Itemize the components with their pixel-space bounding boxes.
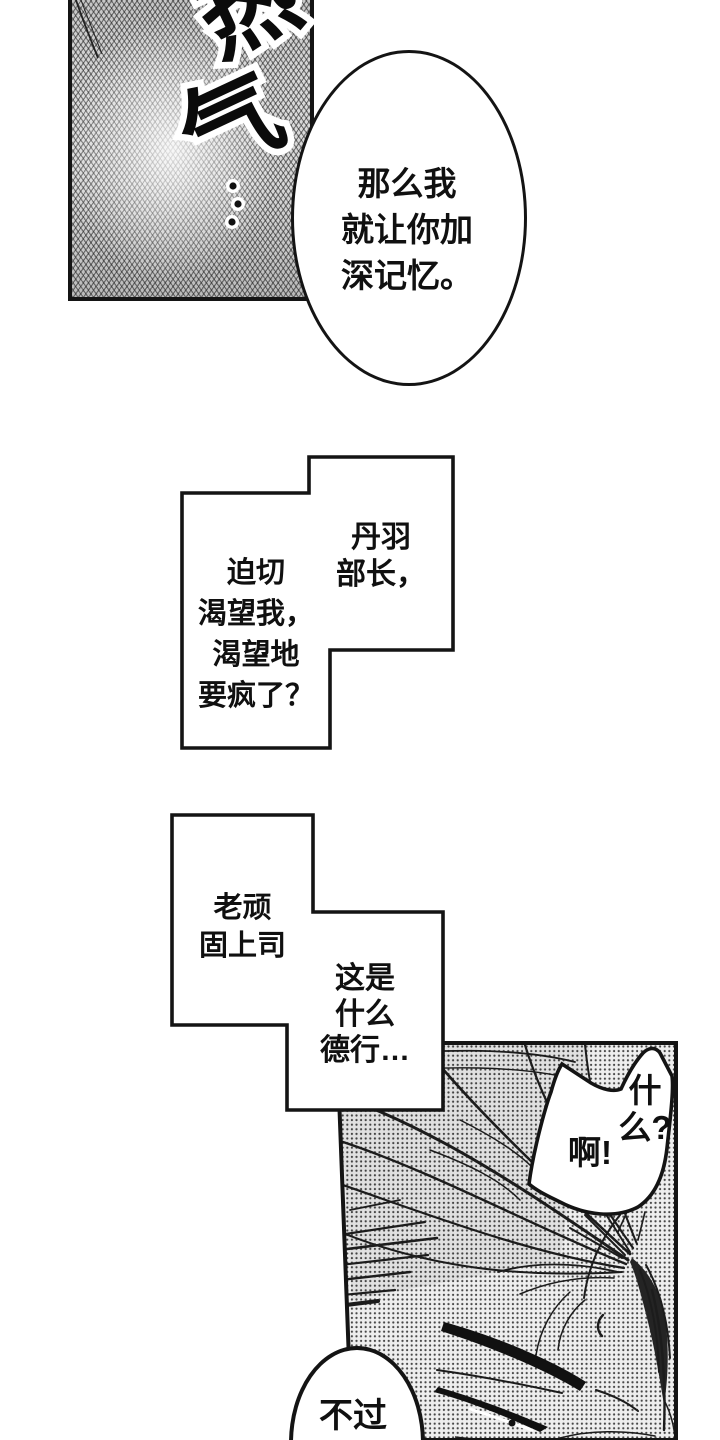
panel-steam: [68, 0, 314, 301]
steam-line-decoration: [75, 0, 103, 59]
text-line: 什么: [335, 998, 395, 1031]
text-line: 丹羽: [351, 521, 411, 554]
thought-bubble-boss-left-text: 老顽 固上司: [172, 889, 313, 965]
text-line: 啊!: [568, 1134, 612, 1171]
text-line: 要疯了？: [197, 680, 314, 712]
text-line: 么?: [618, 1109, 672, 1146]
speech-bubble-however-text: 不过: [289, 1397, 417, 1435]
text-line: 深记忆。: [341, 257, 473, 294]
flash-bubble: [527, 1046, 675, 1216]
trail-dots: [225, 179, 245, 229]
eyebrow: [441, 1322, 586, 1391]
text-line: 迫切: [226, 557, 285, 589]
sweat-drop: [596, 1313, 605, 1338]
eye: [434, 1387, 548, 1432]
text-line: 德行…: [320, 1034, 410, 1067]
text-line: 这是: [335, 962, 395, 995]
flash-bubble-text: 什 么?: [616, 1072, 674, 1146]
thought-bubble-urgent-left-text: 迫切 渴望我， 渴望地 要疯了？: [180, 553, 332, 717]
flash-bubble-exclaim: 啊!: [552, 1135, 628, 1171]
text-line: 渴望地: [212, 639, 300, 671]
text-line: 就让你加: [341, 211, 473, 248]
panel-face-border: [334, 1041, 678, 1440]
text-line: 那么我: [357, 165, 457, 202]
speech-bubble-main-text: 那么我 就让你加 深记忆。: [292, 161, 522, 299]
text-line: 不过: [319, 1397, 387, 1435]
thought-bubble-boss-right-text: 这是 什么 德行…: [287, 961, 443, 1069]
text-line: 什: [628, 1072, 662, 1109]
speech-bubble-main: [291, 50, 527, 386]
text-line: 老顽: [213, 892, 272, 924]
text-line: 固上司: [198, 930, 286, 962]
text-line: 渴望我，: [197, 598, 314, 630]
